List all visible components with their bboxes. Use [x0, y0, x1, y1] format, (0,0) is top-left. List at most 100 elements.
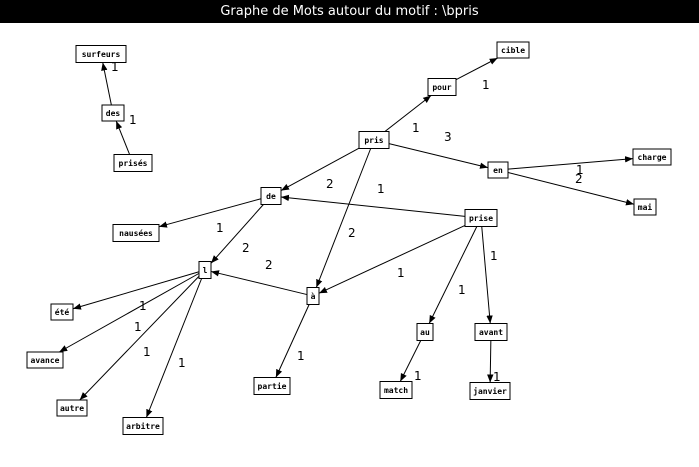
- node-box-en: [487, 161, 509, 179]
- node-label-avant: avant: [479, 328, 503, 337]
- edge-en-mai: [507, 172, 635, 206]
- node-autre[interactable]: autre: [56, 399, 88, 417]
- edge-pris-a: [315, 148, 372, 288]
- edge-en-charge: [507, 156, 634, 170]
- edge-prises-des: [115, 120, 131, 155]
- node-match[interactable]: match: [379, 381, 413, 399]
- node-box-des: [101, 104, 125, 122]
- edge-weight-au-match: 1: [414, 369, 422, 383]
- node-label-l: l: [203, 266, 208, 275]
- edge-weight-pris-en: 3: [444, 130, 452, 144]
- edge-pris-de: [280, 147, 360, 192]
- node-box-pour: [427, 78, 457, 96]
- node-charge[interactable]: charge: [632, 148, 672, 166]
- node-box-l: [198, 261, 212, 279]
- node-mai[interactable]: mai: [633, 198, 657, 216]
- node-cible[interactable]: cible: [496, 41, 530, 59]
- node-en[interactable]: en: [487, 161, 509, 179]
- edge-weight-pris-pour: 1: [412, 121, 420, 135]
- edge-weight-de-nausees: 1: [216, 221, 224, 235]
- node-box-match: [379, 381, 413, 399]
- node-box-ete: [50, 303, 74, 321]
- node-partie[interactable]: partie: [253, 377, 291, 395]
- edge-l-arbitre: [145, 278, 203, 418]
- node-des[interactable]: des: [101, 104, 125, 122]
- node-label-autre: autre: [60, 404, 84, 413]
- node-box-surfeurs: [75, 45, 127, 63]
- node-box-de: [260, 187, 282, 205]
- edge-weight-pour-cible: 1: [482, 78, 490, 92]
- edge-prise-au: [428, 226, 478, 324]
- edge-weight-l-arbitre: 1: [178, 356, 186, 370]
- edge-a-partie: [275, 304, 310, 378]
- node-label-cible: cible: [501, 45, 525, 55]
- edge-des-surfeurs: [101, 62, 112, 106]
- node-box-nausees: [112, 224, 160, 242]
- node-box-janvier: [469, 382, 511, 400]
- node-box-au: [416, 323, 434, 341]
- edge-pris-pour: [384, 95, 432, 132]
- edge-weight-pris-de: 2: [326, 177, 334, 191]
- node-avant[interactable]: avant: [474, 323, 508, 341]
- edge-weight-de-l: 2: [242, 241, 250, 255]
- node-janvier[interactable]: janvier: [469, 382, 511, 400]
- node-label-ete: été: [55, 307, 70, 317]
- node-pour[interactable]: pour: [427, 78, 457, 96]
- edge-l-autre: [79, 275, 200, 401]
- node-de[interactable]: de: [260, 187, 282, 205]
- node-label-a: à: [311, 292, 316, 301]
- node-au[interactable]: au: [416, 323, 434, 341]
- edge-weight-en-charge: 1: [576, 163, 584, 177]
- edge-avant-janvier: [487, 340, 494, 383]
- node-label-surfeurs: surfeurs: [82, 50, 121, 59]
- node-label-pour: pour: [432, 83, 451, 92]
- node-label-des: des: [106, 109, 121, 118]
- node-box-mai: [633, 198, 657, 216]
- edge-weight-prise-de: 1: [377, 182, 385, 196]
- node-box-a: [306, 287, 320, 305]
- node-prises[interactable]: prisés: [113, 154, 153, 172]
- node-a[interactable]: à: [306, 287, 320, 305]
- edge-l-ete: [72, 271, 200, 310]
- edge-weight-en-mai: 2: [575, 172, 583, 186]
- node-label-prise: prise: [469, 213, 493, 223]
- node-box-arbitre: [122, 417, 164, 435]
- edge-weight-prise-a: 1: [397, 266, 405, 280]
- window-title: Graphe de Mots autour du motif : \bpris: [0, 0, 699, 23]
- edge-au-match: [399, 340, 422, 382]
- node-label-charge: charge: [638, 153, 667, 162]
- edge-a-l: [210, 270, 308, 296]
- edge-l-avance: [58, 272, 200, 353]
- edge-weight-prise-avant: 1: [490, 249, 498, 263]
- node-box-prises: [113, 154, 153, 172]
- node-label-prises: prisés: [119, 158, 148, 168]
- node-l[interactable]: l: [198, 261, 212, 279]
- edge-weight-prises-des: 1: [129, 113, 137, 127]
- node-box-partie: [253, 377, 291, 395]
- edge-weight-avant-janvier: 1: [493, 370, 501, 384]
- edge-weight-des-surfeurs: 1: [111, 60, 119, 74]
- edge-pour-cible: [455, 57, 498, 81]
- node-box-pris: [358, 131, 390, 149]
- node-avance[interactable]: avance: [26, 351, 64, 369]
- node-surfeurs[interactable]: surfeurs: [75, 45, 127, 63]
- node-label-arbitre: arbitre: [126, 421, 160, 431]
- edge-weight-pris-a: 2: [348, 226, 356, 240]
- node-prise[interactable]: prise: [464, 209, 498, 227]
- node-label-match: match: [384, 386, 408, 395]
- node-ete[interactable]: été: [50, 303, 74, 321]
- node-nausees[interactable]: nausées: [112, 224, 160, 242]
- node-box-autre: [56, 399, 88, 417]
- edge-weight-prise-au: 1: [458, 283, 466, 297]
- edge-weight-l-ete: 1: [139, 299, 147, 313]
- node-label-au: au: [420, 328, 430, 337]
- node-box-cible: [496, 41, 530, 59]
- node-label-en: en: [493, 166, 503, 175]
- node-label-avance: avance: [31, 356, 60, 365]
- node-arbitre[interactable]: arbitre: [122, 417, 164, 435]
- node-label-de: de: [266, 192, 276, 201]
- edge-weight-l-avance: 1: [134, 320, 142, 334]
- node-pris[interactable]: pris: [358, 131, 390, 149]
